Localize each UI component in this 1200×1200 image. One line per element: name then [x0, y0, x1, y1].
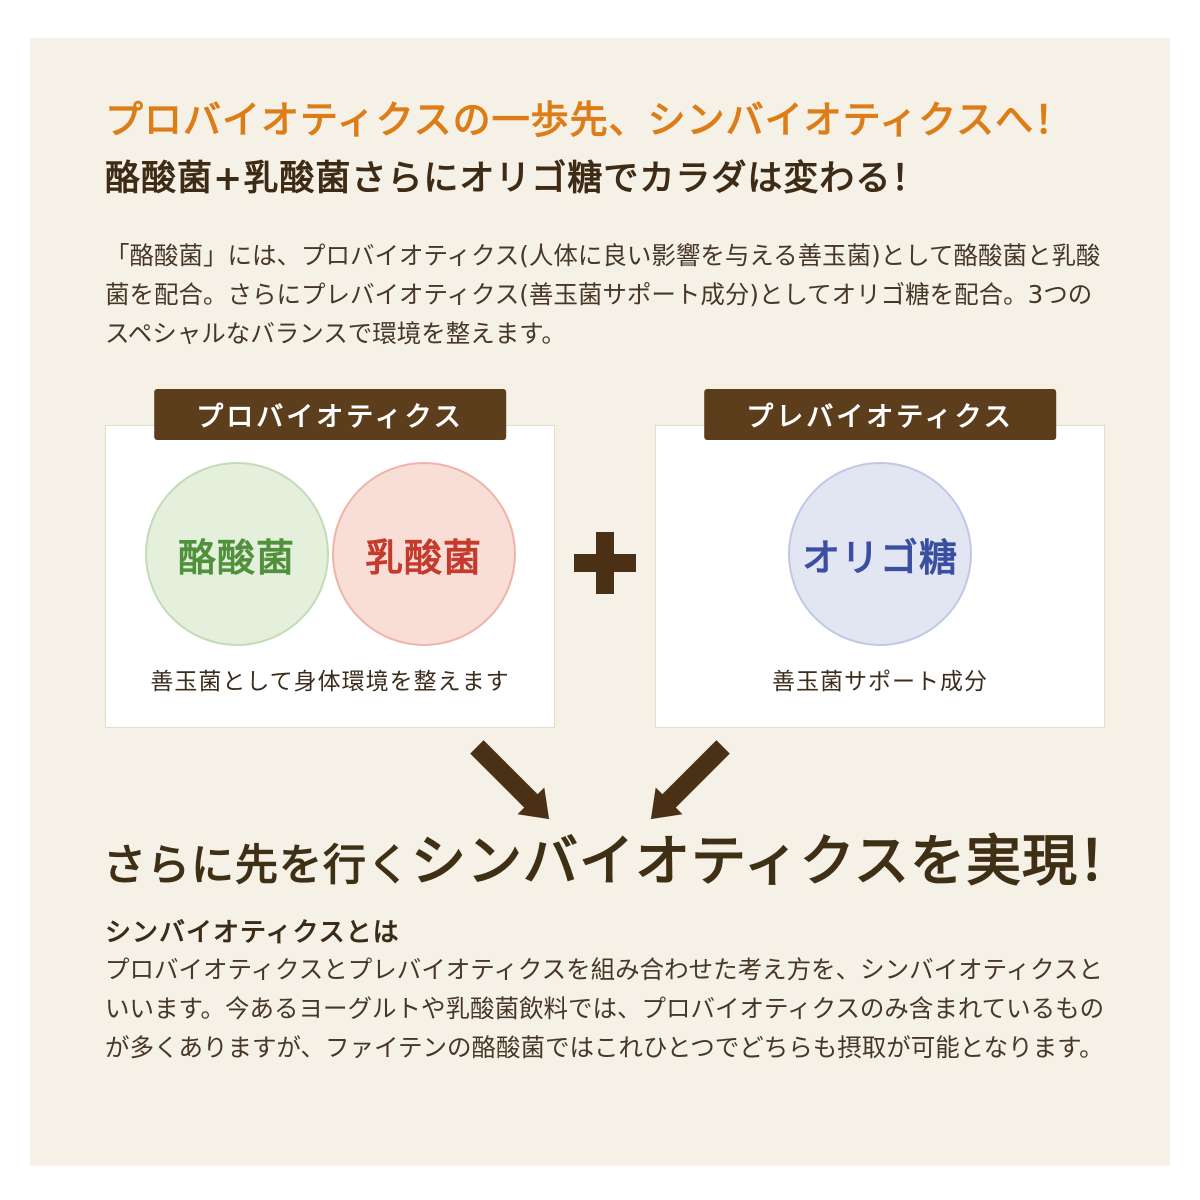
headline-orange: プロバイオティクスの一歩先、シンバイオティクスへ！ [105, 98, 1074, 142]
butyric-acid-bacteria-label: 酪酸菌 [177, 535, 295, 580]
down-left-arrow-icon [650, 740, 730, 820]
probiotics-box: プロバイオティクス 酪酸菌 乳酸菌 善玉菌として身体環境を整えます [105, 389, 555, 728]
prebiotics-box-label: プレバイオティクス [704, 389, 1056, 440]
intro-paragraph: 「酪酸菌」には、プロバイオティクス(人体に良い影響を与える善玉菌)として酪酸菌と… [105, 241, 1101, 348]
prebiotics-circles: オリゴ糖 [656, 462, 1104, 646]
oligosaccharide-label: オリゴ糖 [801, 535, 958, 580]
probiotics-caption: 善玉菌として身体環境を整えます [150, 669, 510, 695]
butyric-acid-bacteria-circle: 酪酸菌 [144, 462, 329, 646]
probiotics-box-label: プロバイオティクス [154, 389, 506, 440]
plus-icon [574, 532, 636, 594]
lactic-acid-bacteria-label: 乳酸菌 [364, 535, 482, 580]
result-subheading: シンバイオティクスとは [105, 918, 400, 948]
down-right-arrow-icon [470, 740, 550, 820]
prebiotics-caption: 善玉菌サポート成分 [772, 669, 988, 695]
result-headline-main: シンバイオティクスを実現！ [411, 828, 1135, 893]
result-headline-lead: さらに先を行く [103, 841, 411, 891]
oligosaccharide-circle: オリゴ糖 [788, 462, 972, 646]
result-headline: さらに先を行くシンバイオティクスを実現！ [103, 816, 1134, 896]
prebiotics-box: プレバイオティクス オリゴ糖 善玉菌サポート成分 [655, 389, 1105, 728]
probiotics-circles: 酪酸菌 乳酸菌 [106, 462, 554, 646]
headline-brown: 酪酸菌+乳酸菌さらにオリゴ糖でカラダは変わる！ [105, 159, 928, 199]
result-body-paragraph: プロバイオティクスとプレバイオティクスを組み合わせた考え方を、シンバイオティクス… [105, 955, 1105, 1062]
lactic-acid-bacteria-circle: 乳酸菌 [331, 462, 516, 646]
